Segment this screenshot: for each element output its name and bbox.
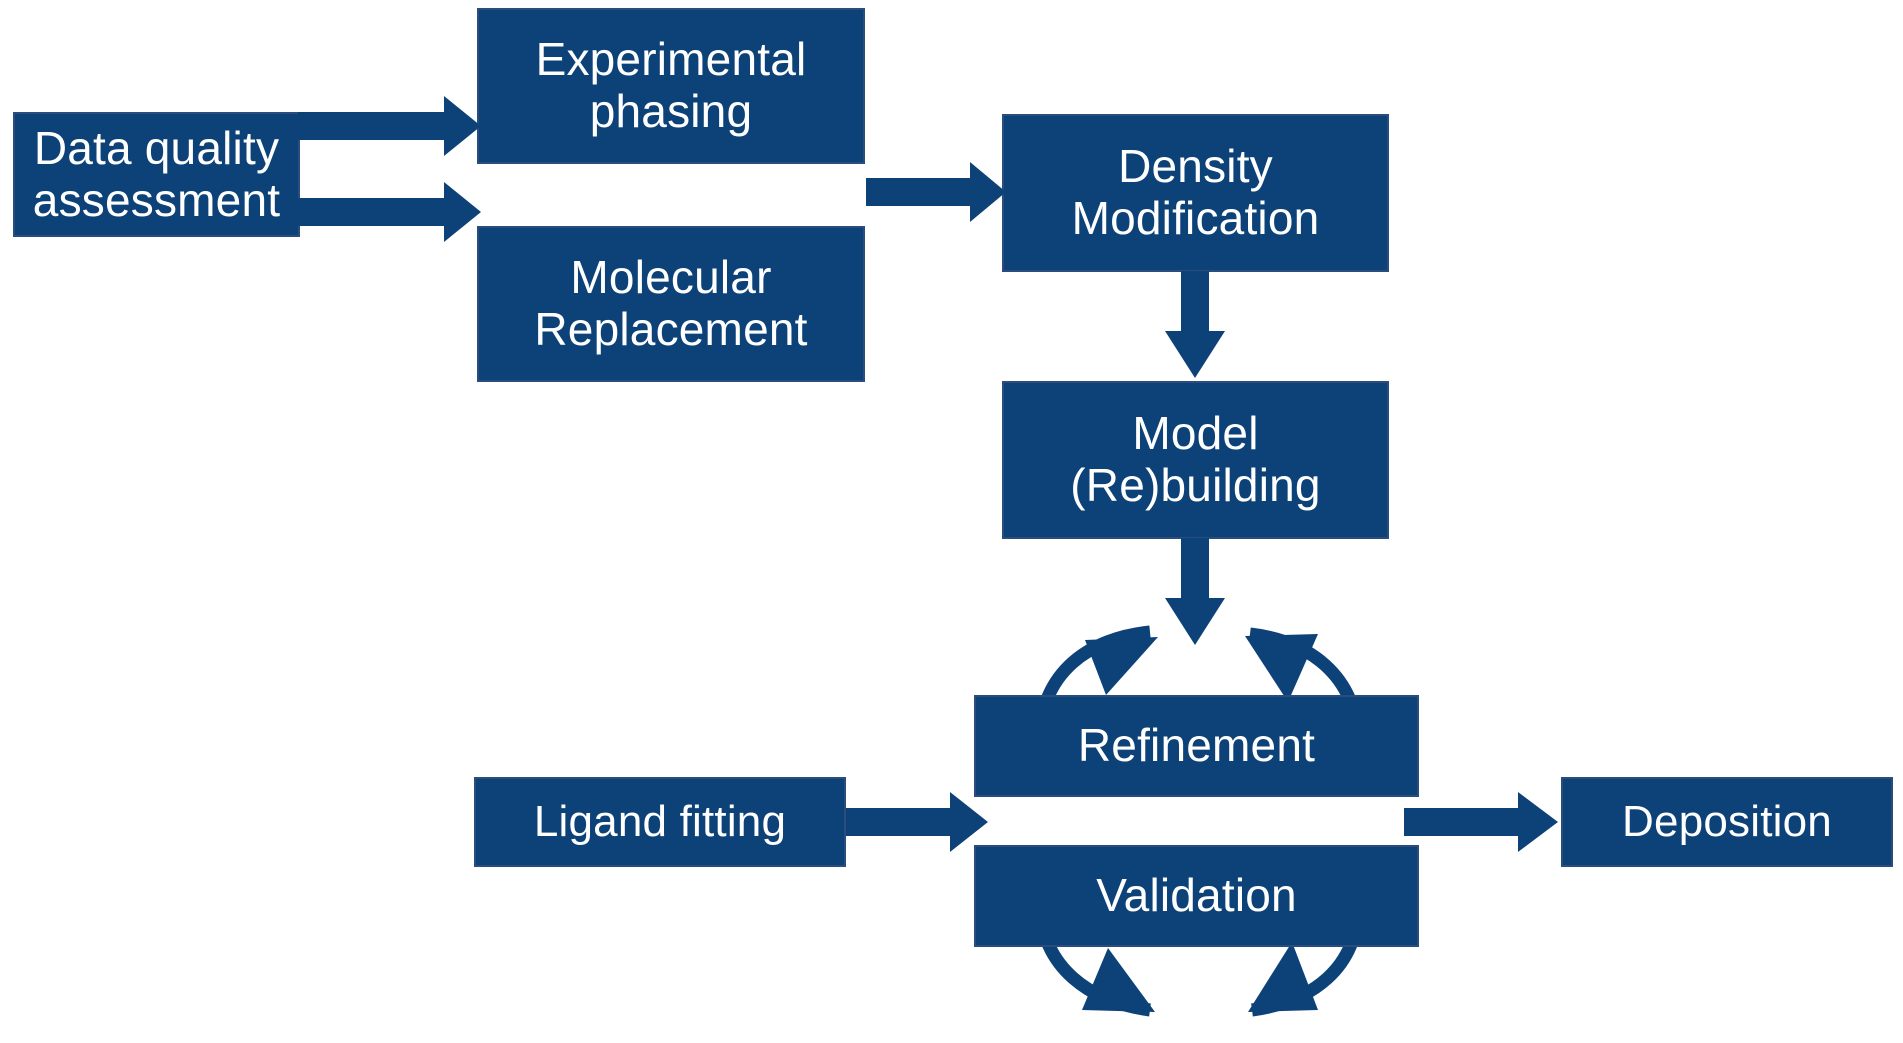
node-deposition[interactable]: Deposition [1561, 777, 1893, 867]
node-label: Density Modification [1071, 140, 1320, 244]
arrow-density-modification-to-model-rebuilding [1165, 271, 1225, 378]
arrow-data-quality-to-experimental-phasing [298, 96, 481, 156]
node-ligand-fitting[interactable]: Ligand fitting [474, 777, 846, 867]
node-label: Refinement [1077, 719, 1316, 772]
arrow-ligand-fitting-to-cycle [846, 792, 988, 852]
node-molecular-replacement[interactable]: Molecular Replacement [477, 226, 865, 382]
node-experimental-phasing[interactable]: Experimental phasing [477, 8, 865, 164]
node-data-quality-assessment[interactable]: Data quality assessment [13, 112, 300, 237]
cycle-center-gap [990, 798, 1404, 844]
node-label: Ligand fitting [533, 797, 787, 847]
node-model-rebuilding[interactable]: Model (Re)building [1002, 381, 1389, 539]
node-validation[interactable]: Validation [974, 845, 1419, 947]
arrow-phasing-to-density-modification [866, 162, 1006, 222]
node-label: Validation [1096, 869, 1297, 922]
node-density-modification[interactable]: Density Modification [1002, 114, 1389, 272]
arrow-cycle-to-deposition [1404, 792, 1558, 852]
node-label: Model (Re)building [1070, 407, 1321, 511]
node-label: Data quality assessment [32, 121, 281, 226]
node-label: Experimental phasing [535, 33, 807, 137]
arrow-data-quality-to-molecular-replacement [298, 182, 481, 242]
node-refinement[interactable]: Refinement [974, 695, 1419, 797]
node-label: Deposition [1622, 797, 1832, 847]
node-label: Molecular Replacement [534, 251, 808, 355]
arrow-model-rebuilding-to-cycle [1165, 538, 1225, 645]
